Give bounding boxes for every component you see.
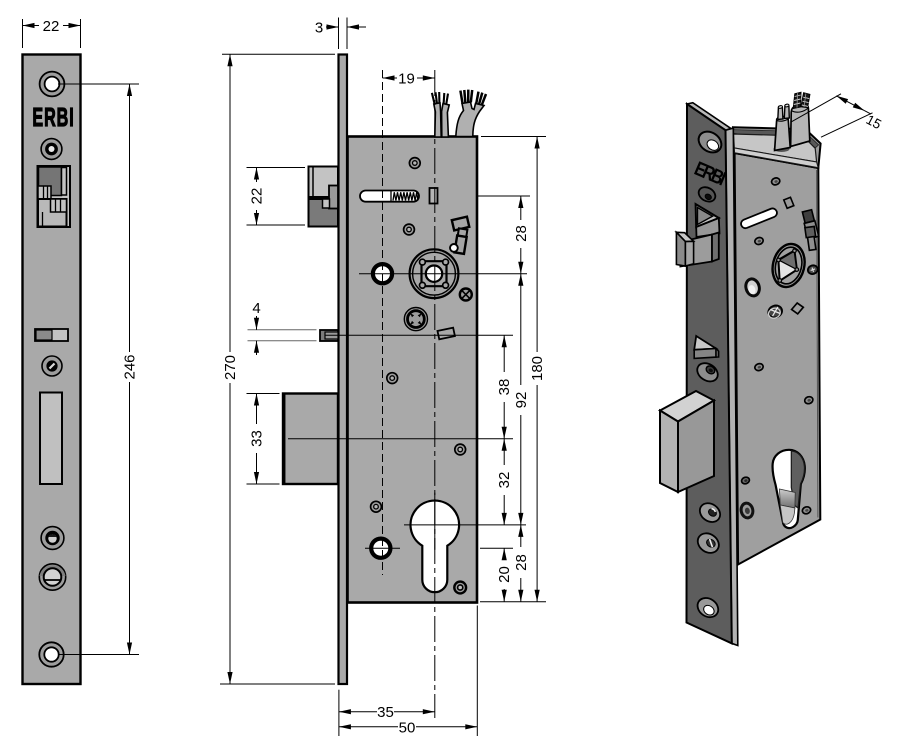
svg-text:22: 22 [43,18,60,35]
svg-text:ERBI: ERBI [32,102,74,132]
svg-text:15: 15 [864,112,884,132]
svg-text:35: 35 [377,704,394,721]
svg-text:3: 3 [315,20,323,37]
svg-text:180: 180 [529,356,546,381]
svg-text:33: 33 [249,430,266,447]
svg-text:4: 4 [252,300,260,317]
svg-text:38: 38 [496,379,513,396]
svg-text:246: 246 [122,354,139,379]
svg-text:270: 270 [222,355,239,380]
svg-text:92: 92 [513,392,530,409]
svg-text:50: 50 [399,719,416,736]
svg-text:28: 28 [513,554,530,571]
svg-text:22: 22 [249,188,266,205]
svg-text:28: 28 [513,225,530,242]
svg-text:19: 19 [398,71,415,88]
svg-text:20: 20 [496,566,513,583]
svg-text:32: 32 [496,472,513,489]
